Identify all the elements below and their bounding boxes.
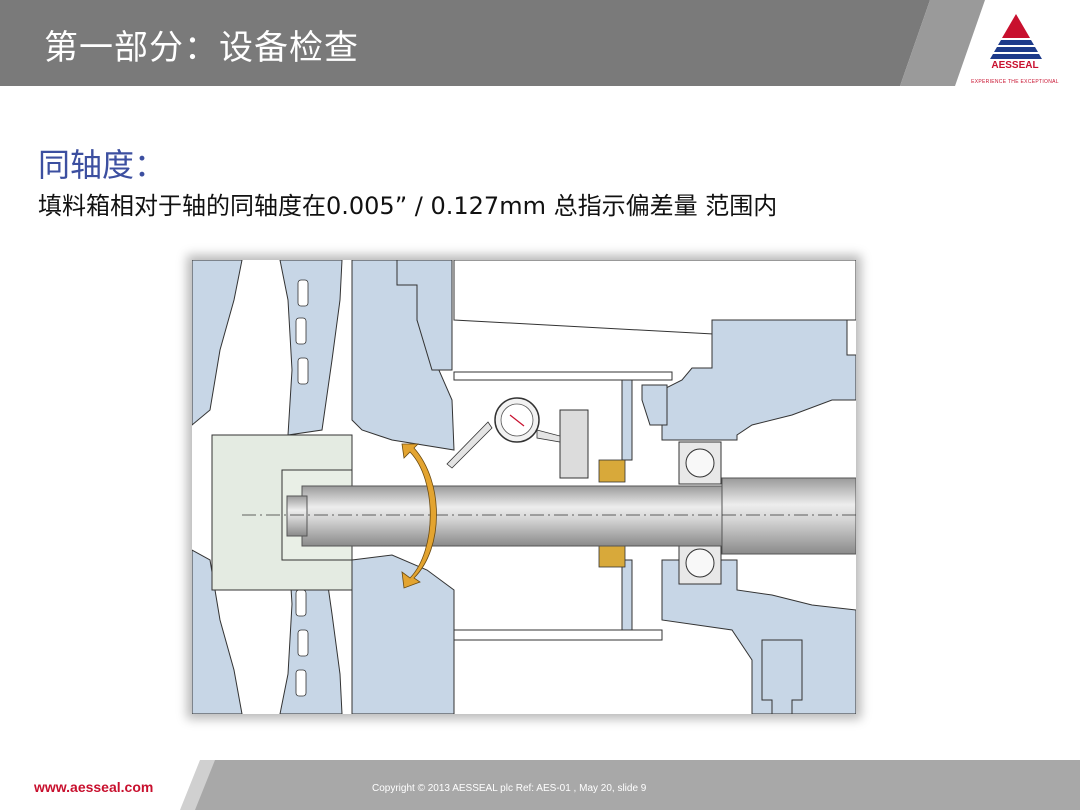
dial-indicator-icon [446,397,589,479]
header-shape [900,0,1080,86]
aesseal-logo [990,14,1042,59]
footer-copyright: Copyright © 2013 AESSEAL plc Ref: AES-01… [372,783,647,794]
logo-wordmark: AESSEAL [991,60,1039,71]
rotation-arrow-icon [401,443,437,589]
footer-shape [0,760,1080,810]
footer-website-link[interactable]: www.aesseal.com [34,779,154,795]
section-body: 填料箱相对于轴的同轴度在0.005” / 0.127mm 总指示偏差量 范围内 [38,192,778,220]
logo-tagline: EXPERIENCE THE EXCEPTIONAL [971,79,1059,85]
concentricity-figure [192,260,856,714]
header-bar [0,0,940,86]
pump-shaft-diagram-icon [192,260,856,714]
section-title: 同轴度： [38,146,167,184]
page-title: 第一部分：设备检查 [44,28,359,68]
